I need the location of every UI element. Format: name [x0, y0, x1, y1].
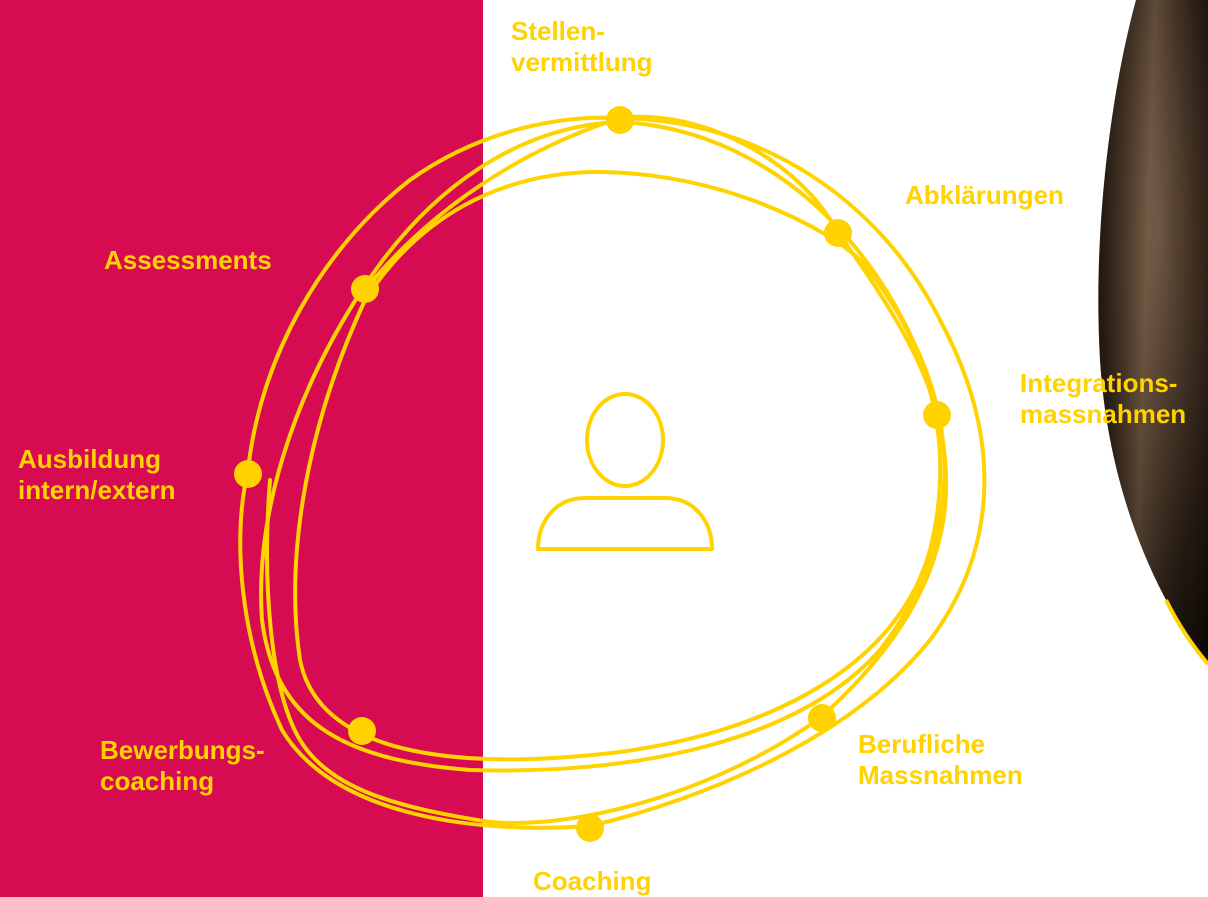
node-assessments — [351, 275, 379, 303]
portrait-photo — [1098, 0, 1208, 666]
label-stellenvermittlung: Stellen- vermittlung — [511, 16, 653, 77]
label-ausbildung: Ausbildung intern/extern — [18, 444, 176, 505]
node-bewerbungscoaching — [348, 717, 376, 745]
ring-inner — [293, 169, 943, 762]
node-berufliche-massnahmen — [808, 704, 836, 732]
label-assessments: Assessments — [104, 245, 272, 275]
label-abklaerungen: Abklärungen — [905, 180, 1064, 210]
node-coaching — [576, 814, 604, 842]
node-integrationsmassnahmen — [923, 401, 951, 429]
node-stellenvermittlung — [606, 106, 634, 134]
label-integrationsmassnahmen: Integrations- massnahmen — [1020, 368, 1187, 429]
ring-outer — [238, 115, 987, 830]
ring-crossing — [265, 114, 949, 825]
label-berufliche-massnahmen: Berufliche Massnahmen — [858, 729, 1023, 790]
label-bewerbungscoaching: Bewerbungs- coaching — [100, 735, 265, 796]
node-abklaerungen — [824, 219, 852, 247]
node-ausbildung — [234, 460, 262, 488]
person-icon — [536, 392, 714, 551]
label-coaching: Coaching — [533, 866, 652, 896]
